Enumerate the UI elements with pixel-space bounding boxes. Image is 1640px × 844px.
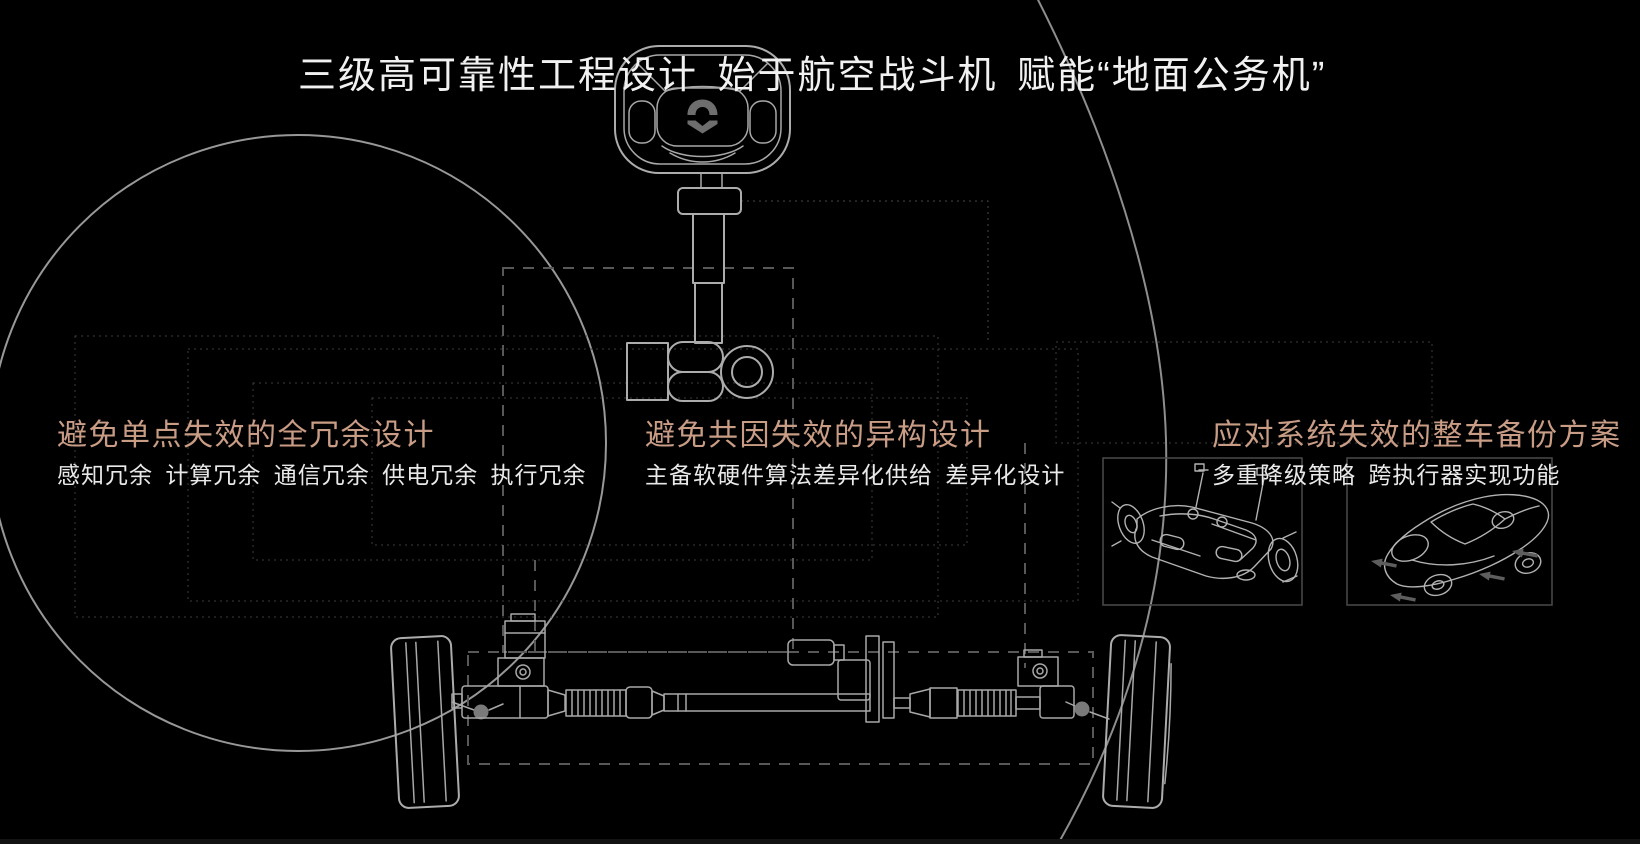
front-right-wheel-drawing bbox=[1102, 634, 1172, 809]
steering-wheel-drawing bbox=[614, 45, 791, 174]
backup-suspension-box bbox=[1102, 457, 1303, 606]
right-dotted-frame bbox=[1055, 341, 1433, 444]
pillar-detail: 多重降级策略 跨执行器实现功能 bbox=[1212, 462, 1561, 488]
frame-connector-lines bbox=[534, 200, 1026, 668]
intermediate-shaft-drawing bbox=[626, 341, 774, 402]
bottom-edge-strip bbox=[0, 839, 1640, 844]
pillar-heterogeneous-design: 避免共因失效的异构设计 主备软硬件算法差异化供给 差异化设计 bbox=[645, 421, 1065, 487]
motion-arrow-icons bbox=[1371, 548, 1538, 602]
pillar-heading: 避免共因失效的异构设计 bbox=[645, 419, 992, 452]
pillar-detail: 主备软硬件算法差异化供给 差异化设计 bbox=[645, 462, 1066, 488]
nio-logo-icon bbox=[687, 99, 718, 134]
rack-dashed-frame bbox=[467, 651, 1094, 765]
right-system-arc bbox=[1036, 0, 1168, 844]
steering-column-drawing bbox=[677, 172, 742, 344]
nested-dotted-frames bbox=[74, 335, 1433, 618]
slide-title: 三级高可靠性工程设计 始于航空战斗机 赋能“地面公务机” bbox=[298, 55, 1327, 97]
pillar-full-redundancy: 避免单点失效的全冗余设计 感知冗余 计算冗余 通信冗余 供电冗余 执行冗余 bbox=[57, 421, 587, 487]
vehicle-body-drawing bbox=[1371, 493, 1550, 602]
pillar-vehicle-backup: 应对系统失效的整车备份方案 多重降级策略 跨执行器实现功能 bbox=[1212, 421, 1622, 487]
steering-rack-drawing bbox=[451, 613, 1110, 723]
redundancy-dashed-frame bbox=[502, 267, 794, 653]
pillar-detail: 感知冗余 计算冗余 通信冗余 供电冗余 执行冗余 bbox=[57, 462, 587, 488]
pillar-heading: 避免单点失效的全冗余设计 bbox=[57, 419, 435, 452]
pillar-heading: 应对系统失效的整车备份方案 bbox=[1212, 419, 1622, 452]
suspension-module-drawing bbox=[1111, 463, 1299, 583]
front-left-wheel-drawing bbox=[390, 635, 460, 809]
left-redundancy-circle bbox=[0, 134, 607, 752]
backup-vehicle-box bbox=[1346, 457, 1553, 606]
